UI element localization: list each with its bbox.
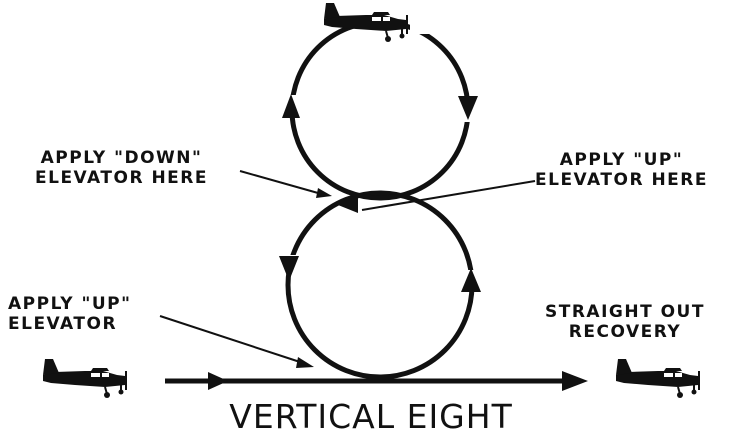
- label-line: ELEVATOR HERE: [35, 168, 208, 188]
- label-line: RECOVERY: [568, 322, 682, 342]
- label-apply-up-elevator-mid: APPLY "UP" ELEVATOR HERE: [535, 150, 708, 190]
- upper-loop: [289, 19, 471, 201]
- leader-apply-down: [239, 170, 319, 194]
- leader-apply-up-mid: [361, 180, 536, 211]
- upper-loop-arrow-left: [282, 94, 300, 118]
- label-line: APPLY "DOWN": [40, 148, 203, 168]
- diagram-title: VERTICAL EIGHT: [229, 397, 513, 436]
- label-line: ELEVATOR HERE: [535, 170, 708, 190]
- leader-apply-up-bottom: [159, 315, 301, 363]
- lower-loop: [285, 190, 475, 380]
- label-line: ELEVATOR: [8, 314, 118, 334]
- airplane-icon-exit: [615, 358, 700, 399]
- label-apply-down-elevator: APPLY "DOWN" ELEVATOR HERE: [35, 148, 208, 188]
- label-line: APPLY "UP": [8, 294, 132, 314]
- lower-loop-arrow-right: [461, 268, 481, 292]
- label-straight-out-recovery: STRAIGHT OUT RECOVERY: [545, 302, 705, 342]
- label-apply-up-elevator-bottom: APPLY "UP" ELEVATOR: [8, 294, 131, 334]
- entry-arrow-head: [208, 372, 228, 390]
- upper-loop-arrow-right: [458, 96, 478, 120]
- crossover-arrow: [338, 195, 358, 213]
- label-line: STRAIGHT OUT: [545, 302, 705, 322]
- label-line: APPLY "UP": [559, 150, 684, 170]
- lower-loop-arrow-left: [279, 256, 299, 281]
- airplane-icon-entry: [42, 358, 127, 399]
- exit-arrow-head: [562, 371, 588, 391]
